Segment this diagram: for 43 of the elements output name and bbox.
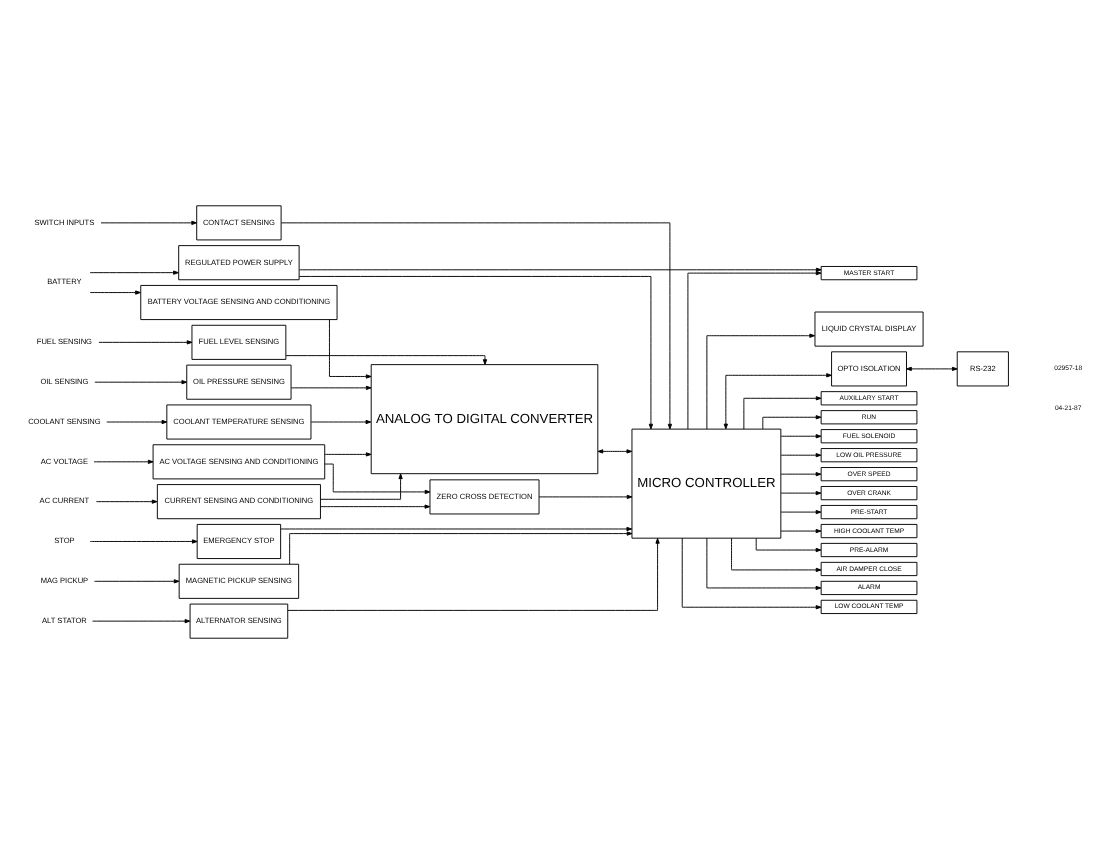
arrow bbox=[329, 318, 372, 378]
arrow bbox=[906, 365, 958, 371]
arrow bbox=[755, 537, 822, 552]
arrow bbox=[706, 536, 822, 590]
arrow bbox=[324, 462, 431, 494]
arrow bbox=[780, 471, 822, 476]
arrow bbox=[285, 354, 488, 364]
arrow bbox=[100, 219, 198, 224]
arrow bbox=[687, 270, 822, 429]
arrow bbox=[723, 372, 832, 429]
arrow bbox=[743, 395, 822, 429]
arrow bbox=[290, 384, 372, 389]
arrow bbox=[280, 525, 633, 531]
arrow bbox=[94, 379, 188, 384]
arrow bbox=[106, 418, 168, 424]
arrow bbox=[289, 530, 633, 564]
arrow bbox=[780, 508, 822, 514]
arrow bbox=[324, 451, 372, 456]
arrow bbox=[320, 472, 403, 499]
arrow bbox=[780, 452, 822, 457]
arrow bbox=[93, 578, 180, 583]
arrow bbox=[597, 448, 633, 453]
arrow bbox=[780, 490, 822, 495]
arrow bbox=[320, 503, 431, 508]
arrow bbox=[287, 537, 660, 610]
arrow bbox=[762, 414, 822, 429]
arrow bbox=[731, 536, 822, 572]
arrow bbox=[298, 266, 822, 271]
arrow bbox=[706, 332, 816, 429]
arrow bbox=[310, 418, 372, 424]
arrow bbox=[298, 274, 654, 429]
arrow bbox=[91, 618, 191, 623]
arrow bbox=[89, 269, 179, 274]
arrow bbox=[681, 536, 822, 609]
arrow bbox=[93, 458, 154, 463]
arrow bbox=[280, 221, 673, 429]
arrow bbox=[89, 538, 198, 543]
arrow bbox=[98, 339, 193, 344]
arrow bbox=[538, 493, 633, 499]
arrow bbox=[95, 498, 158, 503]
arrow bbox=[89, 289, 141, 294]
arrow bbox=[780, 527, 822, 533]
arrow bbox=[780, 433, 822, 438]
